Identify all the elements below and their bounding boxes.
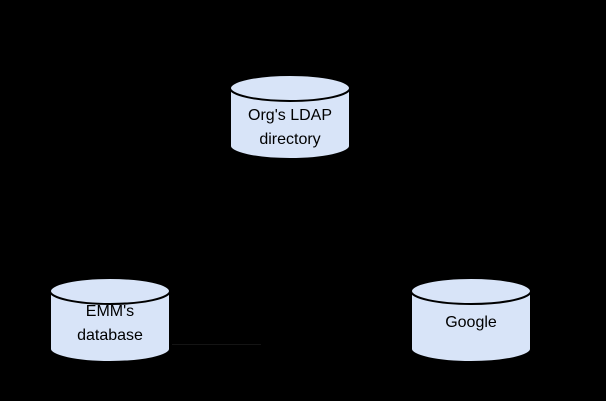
database-cylinder-icon — [410, 277, 532, 363]
cylinder-body — [229, 88, 351, 160]
database-cylinder-icon — [49, 277, 171, 363]
cylinder-top — [229, 74, 351, 102]
node-emm-database: EMM's database — [49, 276, 171, 364]
database-cylinder-icon — [229, 74, 351, 160]
connector-line-emm-google — [172, 344, 261, 345]
cylinder-top — [49, 277, 171, 305]
node-google: Google — [410, 276, 532, 364]
node-ldap-directory: Org's LDAP directory — [229, 73, 351, 161]
cylinder-top — [410, 277, 532, 305]
cylinder-body — [410, 291, 532, 363]
cylinder-body — [49, 291, 171, 363]
